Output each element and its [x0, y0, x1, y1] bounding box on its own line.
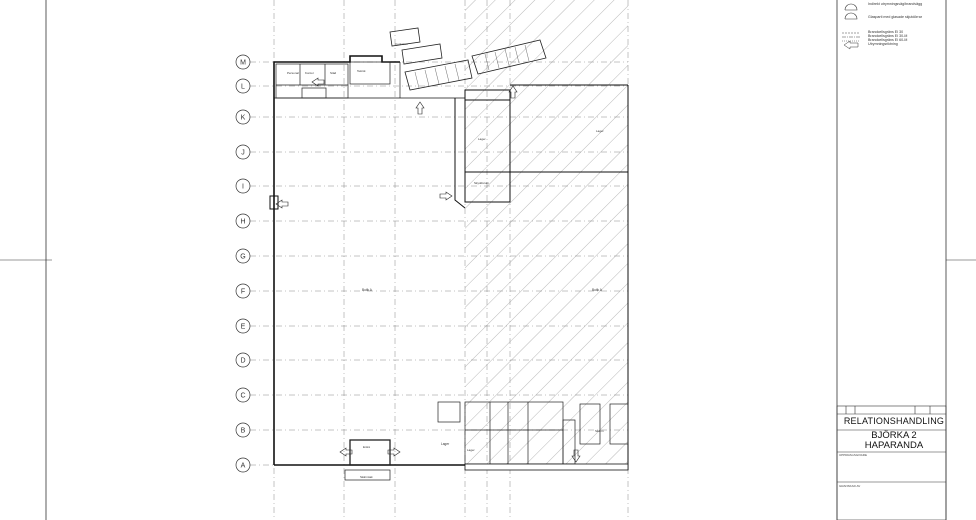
arc-door-icon	[844, 3, 858, 11]
grid-bubble-h	[235, 213, 251, 229]
grid-bubble-b	[235, 422, 251, 438]
grid-label-c: C	[240, 393, 245, 400]
grid-bubble-m	[235, 54, 251, 70]
grid-label-g: G	[240, 254, 245, 261]
legend-item-2: Glasparti med glasade skjutdörrar	[868, 15, 922, 19]
svg-text:Skärmtak: Skärmtak	[360, 475, 373, 479]
project-name-line1: BJÖRKA 2	[871, 430, 917, 441]
room-label-main-hall: Butik A	[362, 288, 373, 292]
title-block-field-2: GRANSKAD AV	[839, 484, 861, 488]
legend-line-item-1: Brandcellsgräns EI 30	[868, 30, 904, 34]
grid-bubble-d	[235, 352, 251, 368]
hatched-area-main	[465, 85, 628, 470]
svg-text:Kontor: Kontor	[305, 71, 314, 75]
grid-label-f: F	[241, 289, 245, 296]
title-block-header: RELATIONSHANDLING	[843, 416, 945, 426]
svg-text:Lager: Lager	[467, 448, 475, 452]
grid-bubble-e	[235, 318, 251, 334]
grid-bubble-k	[235, 109, 251, 125]
grid-label-h: H	[240, 219, 245, 226]
legend-line-item-4: Utrymningsriktning	[868, 42, 898, 46]
room-label-right-hall: Butik A	[592, 288, 603, 292]
grid-bubble-f	[235, 283, 251, 299]
grid-bubble-i	[235, 178, 251, 194]
grid-label-j: J	[241, 150, 245, 157]
project-name-line2: HAPARANDA	[864, 440, 924, 451]
room-label-store: Lager	[441, 442, 450, 446]
svg-text:Lager: Lager	[478, 137, 486, 141]
escape-arrow-icon	[843, 40, 859, 50]
svg-text:Teknik: Teknik	[357, 69, 366, 73]
svg-text:Städ: Städ	[330, 71, 337, 75]
grid-label-e: E	[241, 324, 246, 331]
svg-text:Skärm: Skärm	[595, 429, 604, 433]
svg-text:Entré: Entré	[363, 445, 371, 449]
grid-label-k: K	[241, 115, 246, 122]
grid-label-m: M	[240, 60, 246, 67]
grid-label-a: A	[241, 463, 246, 470]
hatched-area-top	[465, 0, 628, 85]
grid-bubble-g	[235, 248, 251, 264]
svg-text:Personal: Personal	[287, 71, 299, 75]
grid-label-i: I	[242, 184, 244, 191]
grid-bubble-c	[235, 387, 251, 403]
grid-label-b: B	[241, 428, 246, 435]
svg-text:Skyddsrum: Skyddsrum	[474, 181, 490, 185]
grid-bubble-l	[235, 78, 251, 94]
svg-text:Lager: Lager	[596, 129, 604, 133]
grid-bubble-j	[235, 144, 251, 160]
legend-line-item-2: Brandcellsgräns EI 30-M	[868, 34, 908, 38]
arc-door-icon	[844, 12, 858, 20]
grid-bubble-a	[235, 457, 251, 473]
svg-text:Container: Container	[395, 42, 408, 46]
legend-item-1: Indirekt utrymningsväg/brandvägg	[868, 2, 923, 6]
grid-label-l: L	[241, 84, 245, 91]
legend-line-item-3: Brandcellsgräns EI 60-M	[868, 38, 908, 42]
grid-label-d: D	[240, 358, 245, 365]
title-block-field-1: UPPDRAGSGIVARE	[839, 453, 867, 457]
